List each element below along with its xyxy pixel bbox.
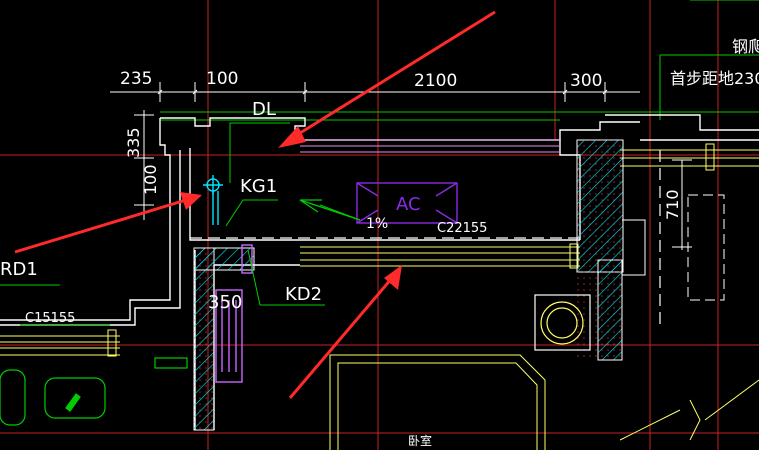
- dim-710-line: [672, 159, 692, 250]
- dim-300: 300: [570, 71, 602, 91]
- dim-335: 335: [124, 127, 143, 158]
- room-outline: [329, 354, 546, 450]
- red-arrow-left-head: [180, 192, 202, 210]
- label-kg1: KG1: [240, 176, 277, 197]
- floor-drain-icon: [203, 175, 223, 225]
- kd2-pipe: [215, 244, 253, 383]
- round-fixture-icon: [534, 294, 591, 351]
- label-room: 卧室: [408, 433, 432, 448]
- dim-100-left: 100: [141, 164, 160, 195]
- hatch-dots-right: [577, 140, 623, 360]
- ac-label: AC: [396, 194, 421, 215]
- dim-2100: 2100: [414, 71, 457, 91]
- dim-100-top: 100: [206, 69, 238, 89]
- top-right-label-1: 钢爬: [732, 37, 759, 56]
- annotation-arrow-icon: [299, 199, 361, 221]
- red-arrow-left: [14, 198, 187, 254]
- appliance-icon: [0, 357, 188, 426]
- dashed-lines: [190, 150, 661, 330]
- dim-235: 235: [120, 69, 152, 89]
- red-arrow-top: [291, 10, 496, 140]
- label-c22155: C22155: [437, 221, 487, 236]
- dim-710: 710: [663, 189, 682, 220]
- small-marks: [107, 143, 715, 357]
- red-arrow-bottom-head: [384, 265, 402, 290]
- red-arrow-top-head: [278, 126, 306, 148]
- green-guide-lines: [160, 111, 759, 121]
- dim-350: 350: [208, 292, 242, 313]
- bottom-right-lines: [619, 379, 759, 441]
- top-dimension-line: [110, 82, 640, 102]
- label-c15155: C15155: [25, 311, 75, 326]
- label-kd2: KD2: [285, 284, 322, 305]
- label-dl: DL: [252, 99, 276, 120]
- label-slope: 1%: [366, 216, 388, 232]
- top-right-label-2: 首步距地230: [670, 69, 759, 88]
- left-dimension-line: [134, 110, 154, 220]
- label-rd1: RD1: [0, 259, 38, 280]
- top-right-frame: [659, 0, 759, 120]
- hatch-dots-left: [194, 248, 214, 430]
- red-arrow-bottom: [288, 277, 394, 399]
- ac-unit-icon: [356, 182, 458, 224]
- red-arrows: [14, 10, 496, 399]
- window-lines: [0, 149, 759, 356]
- pipe-lines: [300, 139, 560, 153]
